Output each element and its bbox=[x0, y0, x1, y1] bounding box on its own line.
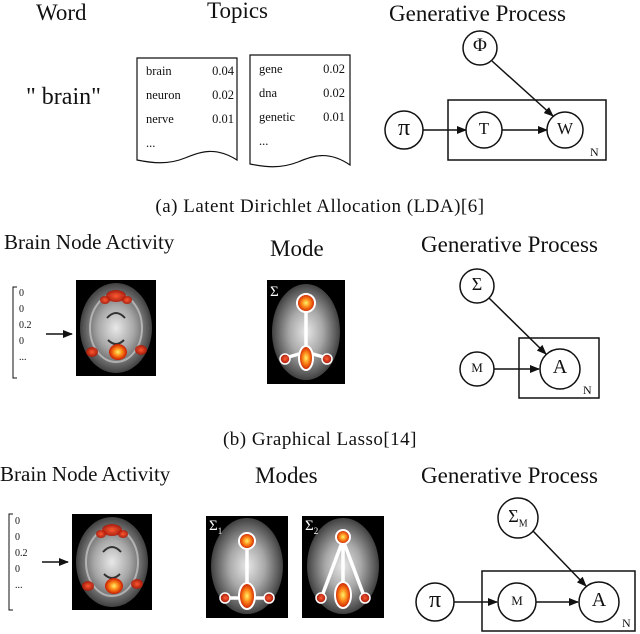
mode-header: Mode bbox=[270, 236, 324, 261]
modes-header: Modes bbox=[255, 463, 318, 488]
sigma-label-b: Σ bbox=[471, 274, 483, 294]
vector-entry: 0 bbox=[19, 288, 24, 299]
topic-prob: 0.01 bbox=[323, 110, 345, 124]
vector-entry: 0.2 bbox=[15, 548, 28, 559]
topic-term: genetic bbox=[259, 110, 296, 124]
brain-activity-map-b bbox=[76, 280, 156, 376]
topic-term: nerve bbox=[146, 112, 174, 126]
m-label-b: M bbox=[471, 360, 483, 375]
topic-prob: 0.02 bbox=[323, 86, 345, 100]
phi-node bbox=[462, 30, 498, 66]
topic-document-2 bbox=[249, 54, 351, 168]
generative-process-header-a: Generative Process bbox=[389, 1, 566, 26]
m-label-c: M bbox=[511, 593, 523, 608]
sigma-overlay-b: Σ bbox=[270, 284, 279, 300]
activity-node-c bbox=[578, 581, 620, 623]
topic-prob: 0.01 bbox=[212, 112, 234, 126]
mode-1-brain-map bbox=[206, 516, 288, 618]
mode-2-brain-map bbox=[302, 516, 384, 618]
topic-term: ... bbox=[146, 136, 156, 150]
activity-node-b bbox=[539, 348, 581, 390]
sigma-1-subscript: 1 bbox=[217, 526, 223, 536]
topic-list-2: gene 0.02 dna 0.02 genetic 0.01 ... bbox=[259, 62, 345, 154]
a-label-b: A bbox=[552, 356, 568, 378]
topic-row: gene 0.02 bbox=[259, 62, 345, 86]
topic-row: ... bbox=[146, 136, 234, 156]
plate-n-label-b: N bbox=[583, 383, 592, 397]
topic-row: dna 0.02 bbox=[259, 86, 345, 110]
topic-row: brain 0.04 bbox=[146, 64, 234, 88]
pi-label-c: π bbox=[428, 587, 442, 613]
topic-row: nerve 0.01 bbox=[146, 112, 234, 136]
topic-term: ... bbox=[259, 134, 269, 148]
sigma-1-symbol: Σ bbox=[209, 518, 218, 534]
edge-phi-w bbox=[491, 60, 554, 117]
phi-label: Φ bbox=[473, 35, 487, 56]
example-word: " brain" bbox=[26, 84, 101, 110]
activity-vector-bracket-b bbox=[12, 286, 17, 379]
vector-entry: ... bbox=[19, 352, 27, 363]
topic-term: neuron bbox=[146, 88, 181, 102]
vector-entry: 0 bbox=[15, 532, 20, 543]
activity-vector-bracket-c bbox=[8, 513, 13, 611]
topic-row: genetic 0.01 bbox=[259, 110, 345, 134]
vector-entry: 0 bbox=[15, 516, 20, 527]
edge-sigma-a-c bbox=[532, 530, 587, 587]
topic-term: dna bbox=[259, 86, 278, 100]
brain-node-activity-header-c: Brain Node Activity bbox=[0, 462, 171, 486]
sigma-2-overlay: Σ2 bbox=[305, 518, 318, 536]
word-header: Word bbox=[36, 0, 87, 25]
sigma-m-node bbox=[497, 497, 539, 539]
multimode-plate bbox=[481, 570, 636, 632]
vector-entry: 0 bbox=[15, 564, 20, 575]
glasso-plate bbox=[518, 337, 600, 399]
sigma-m-subscript: M bbox=[518, 518, 528, 530]
vector-entry: 0 bbox=[19, 336, 24, 347]
plate-n-label-c: N bbox=[622, 616, 631, 630]
topic-term: brain bbox=[146, 64, 172, 78]
topic-document-1 bbox=[136, 57, 238, 164]
sigma-m-label: ΣM bbox=[500, 506, 536, 530]
topic-list-1: brain 0.04 neuron 0.02 nerve 0.01 ... bbox=[146, 64, 234, 156]
topic-prob: 0.02 bbox=[212, 88, 234, 102]
t-label: T bbox=[478, 119, 490, 138]
a-label-c: A bbox=[591, 589, 607, 611]
topic-row: neuron 0.02 bbox=[146, 88, 234, 112]
topic-prob: 0.02 bbox=[323, 62, 345, 76]
w-label: W bbox=[556, 119, 574, 138]
sigma-2-symbol: Σ bbox=[305, 518, 314, 534]
sigma-2-subscript: 2 bbox=[313, 526, 319, 536]
sigma-m-symbol: Σ bbox=[508, 506, 519, 526]
activity-vector-b: 0 0 0.2 0 ... bbox=[19, 286, 32, 366]
brain-activity-map-c bbox=[72, 514, 152, 610]
topics-header: Topics bbox=[207, 0, 268, 23]
pi-label-a: π bbox=[397, 115, 411, 141]
mode-brain-map bbox=[267, 280, 345, 384]
edge-sigma-a-b bbox=[488, 297, 547, 355]
brain-node-activity-header-b: Brain Node Activity bbox=[4, 230, 175, 254]
plate-n-label-a: N bbox=[590, 145, 599, 159]
sigma-node-b bbox=[459, 268, 495, 304]
topic-row: ... bbox=[259, 134, 345, 154]
caption-a: (a) Latent Dirichlet Allocation (LDA)[6] bbox=[155, 196, 485, 217]
topic-term: gene bbox=[259, 62, 283, 76]
vector-entry: 0.2 bbox=[19, 320, 32, 331]
vector-entry: ... bbox=[15, 580, 23, 591]
topic-prob: 0.04 bbox=[212, 64, 234, 78]
generative-process-header-c: Generative Process bbox=[421, 463, 598, 488]
sigma-1-overlay: Σ1 bbox=[209, 518, 222, 536]
caption-b: (b) Graphical Lasso[14] bbox=[222, 429, 418, 450]
vector-entry: 0 bbox=[19, 304, 24, 315]
activity-vector-c: 0 0 0.2 0 ... bbox=[15, 514, 28, 594]
generative-process-header-b: Generative Process bbox=[421, 232, 598, 257]
